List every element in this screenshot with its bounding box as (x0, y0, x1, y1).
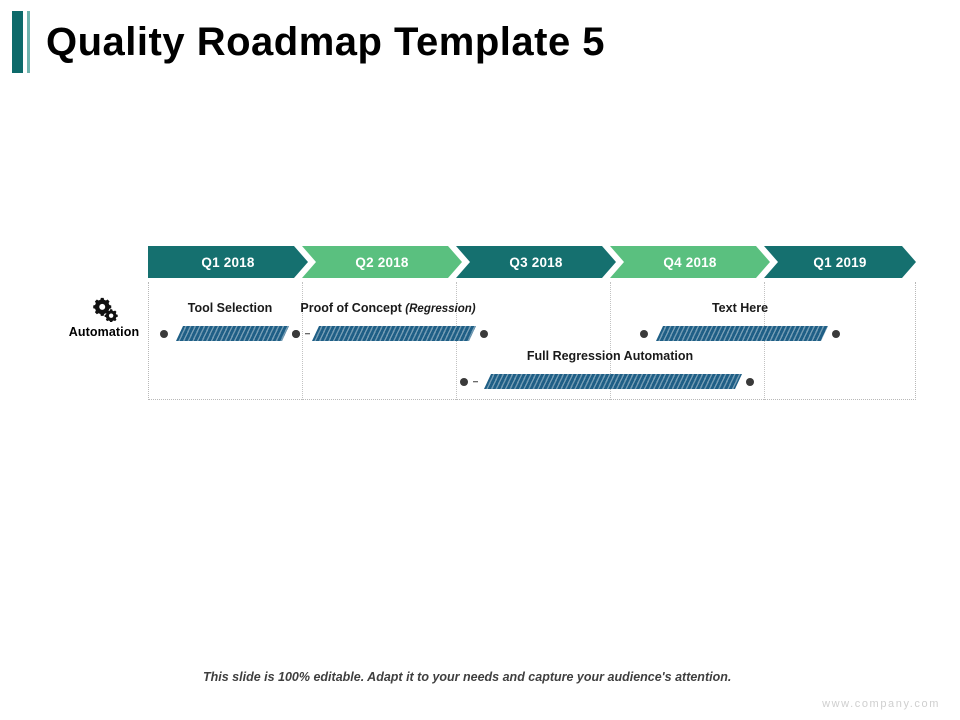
task-start-dash (305, 332, 310, 335)
task-bar[interactable] (312, 326, 476, 341)
gridline (302, 282, 303, 400)
gridline (456, 282, 457, 400)
task-label: Text Here (712, 301, 768, 315)
title-accent-thick (12, 11, 23, 73)
timeline-period-label: Q4 2018 (663, 254, 717, 270)
chart-plot-area (148, 282, 916, 400)
task-label-text: Tool Selection (187, 301, 273, 315)
footer-url: www.company.com (822, 698, 940, 710)
timeline-header: Q1 2018 Q2 2018 Q3 2018 Q4 2018 Q1 2019 (148, 246, 916, 278)
timeline-period-label: Q3 2018 (509, 254, 563, 270)
task-start-dot (460, 377, 468, 386)
task-bar[interactable] (484, 374, 742, 389)
task-bar-wrap (160, 326, 300, 341)
gridline (764, 282, 765, 400)
task-end-dot (480, 329, 488, 338)
timeline-period-label: Q1 2018 (201, 254, 255, 270)
task-end-dot (746, 377, 754, 386)
title-bar: Quality Roadmap Template 5 (0, 0, 960, 92)
timeline-period-label: Q2 2018 (355, 254, 409, 270)
title-accent-thin (27, 11, 30, 73)
timeline-period-q1-2019[interactable]: Q1 2019 (764, 246, 916, 278)
task-label: Tool Selection (188, 301, 273, 315)
row-label-automation: Automation (58, 296, 150, 339)
task-start-dot (292, 329, 300, 338)
timeline-period-q2-2018[interactable]: Q2 2018 (302, 246, 462, 278)
timeline-period-label: Q1 2019 (813, 254, 867, 270)
task-start-dash (473, 380, 478, 383)
task-bar-wrap (292, 326, 488, 341)
task-sublabel-text: (Regression) (405, 303, 476, 315)
gridline (610, 282, 611, 400)
task-start-dot (160, 329, 168, 338)
task-label-text: Proof of Concept (300, 301, 402, 315)
task-bar[interactable] (656, 326, 828, 341)
footer-note: This slide is 100% editable. Adapt it to… (203, 670, 732, 684)
task-label: Proof of Concept (Regression) (300, 301, 475, 315)
task-start-dot (640, 329, 648, 338)
roadmap-chart: Q1 2018 Q2 2018 Q3 2018 Q4 2018 Q1 2019 … (148, 246, 916, 402)
gears-icon (93, 297, 118, 322)
task-label-text: Text Here (711, 301, 769, 315)
timeline-period-q1-2018[interactable]: Q1 2018 (148, 246, 308, 278)
task-bar-wrap (460, 374, 754, 389)
task-end-dot (832, 329, 840, 338)
task-label: Full Regression Automation (527, 349, 693, 363)
timeline-period-q3-2018[interactable]: Q3 2018 (456, 246, 616, 278)
task-bar-wrap (640, 326, 840, 341)
task-label-text: Full Regression Automation (526, 349, 694, 363)
task-bar[interactable] (176, 326, 289, 341)
timeline-period-q4-2018[interactable]: Q4 2018 (610, 246, 770, 278)
page-title: Quality Roadmap Template 5 (46, 20, 606, 64)
row-label-text: Automation (68, 325, 140, 339)
